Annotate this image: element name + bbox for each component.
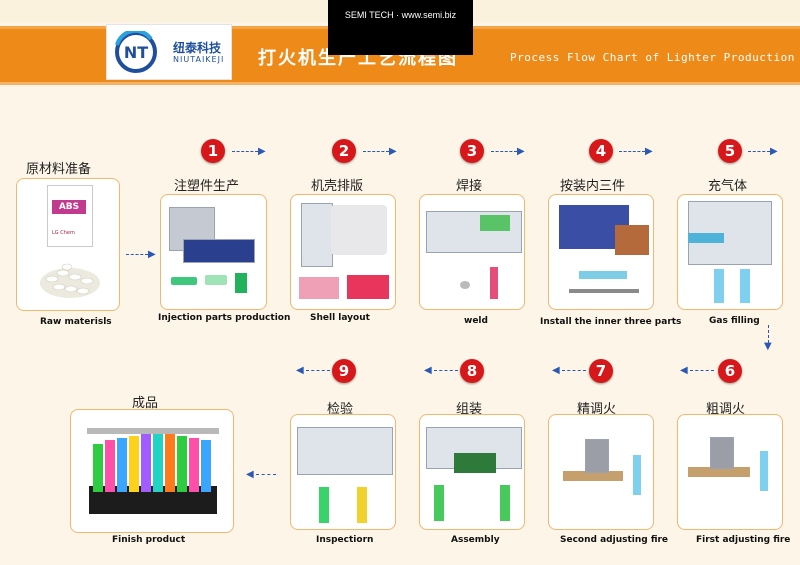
finish-product-label: Finish product bbox=[112, 535, 186, 545]
filled-lighter-image bbox=[740, 269, 750, 303]
step-title: 精调火 bbox=[577, 402, 617, 417]
inner-part-image bbox=[579, 271, 627, 279]
step-number-badge: 5 bbox=[718, 139, 742, 163]
step-card-assembly bbox=[419, 414, 525, 530]
inner-part-image bbox=[569, 289, 639, 293]
step-card-weld bbox=[419, 194, 525, 310]
step-card-second-fire bbox=[548, 414, 654, 530]
injection-machine-image bbox=[183, 239, 255, 263]
dashed-arrow-icon: ▶ bbox=[126, 250, 156, 260]
step-card-first-fire bbox=[677, 414, 783, 530]
company-logo: NT 纽泰科技 NIUTAIKEJI bbox=[106, 24, 232, 80]
inspected-lighter-image bbox=[357, 487, 367, 523]
step-card-install bbox=[548, 194, 654, 310]
vibration-bowl-image bbox=[331, 205, 387, 255]
molded-part-image bbox=[235, 273, 247, 293]
raw-material-label: Raw materisls bbox=[40, 317, 112, 327]
dashed-arrow-icon: ▶ bbox=[363, 147, 397, 157]
lgchem-brand: LG Chem bbox=[52, 230, 75, 236]
dashed-arrow-icon: ◀ bbox=[246, 470, 276, 480]
nt-logo-icon: NT bbox=[115, 31, 157, 73]
step-number-badge: 4 bbox=[589, 139, 613, 163]
step-label: Install the inner three parts bbox=[540, 317, 682, 327]
lighter-image bbox=[760, 451, 768, 491]
weld-part-image bbox=[460, 281, 470, 289]
adjusting-device-image bbox=[710, 437, 734, 469]
dashed-arrow-icon: ◀ bbox=[424, 366, 458, 376]
filling-conveyor-image bbox=[688, 233, 724, 243]
molded-part-image bbox=[205, 275, 227, 285]
dashed-arrow-icon: ▶ bbox=[491, 147, 525, 157]
step-title: 焊接 bbox=[456, 179, 483, 194]
dashed-arrow-icon: ◀ bbox=[680, 366, 714, 376]
dashed-arrow-icon: ▶ bbox=[619, 147, 653, 157]
step-label: Inspectiorn bbox=[316, 535, 374, 545]
step-label: Assembly bbox=[451, 535, 500, 545]
logo-english-name: NIUTAIKEJI bbox=[173, 55, 225, 64]
adjusting-table-image bbox=[688, 467, 750, 477]
step-label: Injection parts production bbox=[158, 313, 291, 323]
watermark: SEMI TECH · www.semi.biz bbox=[328, 0, 473, 55]
step-number-badge: 3 bbox=[460, 139, 484, 163]
step-label: Second adjusting fire bbox=[560, 535, 669, 545]
step-number-badge: 1 bbox=[201, 139, 225, 163]
step-number-badge: 2 bbox=[332, 139, 356, 163]
abs-bag-image: ABS LG Chem bbox=[47, 185, 93, 247]
step-title: 组装 bbox=[456, 402, 483, 417]
step-number-badge: 7 bbox=[589, 359, 613, 383]
dashed-down-arrow-icon: ▼ bbox=[764, 325, 774, 353]
raw-material-card: ABS LG Chem bbox=[16, 178, 120, 311]
step-number-badge: 9 bbox=[332, 359, 356, 383]
dashed-arrow-icon: ◀ bbox=[296, 366, 330, 376]
assembled-lighter-image bbox=[500, 485, 510, 521]
filled-lighter-image bbox=[714, 269, 724, 303]
page-title-english: Process Flow Chart of Lighter Production bbox=[510, 51, 795, 64]
step-label: weld bbox=[464, 316, 488, 326]
step-label: Gas filling bbox=[709, 316, 760, 326]
step-title: 检验 bbox=[327, 402, 354, 417]
dashed-arrow-icon: ▶ bbox=[748, 147, 778, 157]
lighter-display-box-image bbox=[87, 428, 219, 514]
conveyor-image bbox=[480, 215, 510, 231]
raw-material-title: 原材料准备 bbox=[26, 162, 92, 177]
assembly-tray-image bbox=[454, 453, 496, 473]
step-card-inspection bbox=[290, 414, 396, 530]
dashed-arrow-icon: ▶ bbox=[232, 147, 266, 157]
step-title: 机壳排版 bbox=[311, 179, 364, 194]
plastic-pellets-image bbox=[40, 263, 100, 298]
step-label: Shell layout bbox=[310, 313, 370, 323]
layout-machine-image bbox=[301, 203, 333, 267]
welded-shell-image bbox=[490, 267, 498, 299]
inspected-lighter-image bbox=[319, 487, 329, 523]
abs-label: ABS bbox=[52, 200, 86, 214]
parts-tray-image bbox=[615, 225, 649, 255]
adjusting-table-image bbox=[563, 471, 623, 481]
svg-text:NT: NT bbox=[124, 43, 148, 62]
logo-chinese-name: 纽泰科技 bbox=[173, 41, 222, 55]
red-shell-tray-image bbox=[347, 275, 389, 299]
pink-shells-image bbox=[299, 277, 339, 299]
gas-filling-machine-image bbox=[688, 201, 772, 265]
lighter-image bbox=[633, 455, 641, 495]
step-title: 按装内三件 bbox=[560, 179, 626, 194]
step-label: First adjusting fire bbox=[696, 535, 791, 545]
dashed-arrow-icon: ◀ bbox=[552, 366, 586, 376]
step-card-shell-layout bbox=[290, 194, 396, 310]
step-card-injection bbox=[160, 194, 267, 310]
step-title: 充气体 bbox=[708, 179, 748, 194]
step-card-gas-filling bbox=[677, 194, 783, 310]
assembled-lighter-image bbox=[434, 485, 444, 521]
inspection-machine-image bbox=[297, 427, 393, 475]
step-number-badge: 8 bbox=[460, 359, 484, 383]
step-title: 注塑件生产 bbox=[174, 179, 240, 194]
molded-part-image bbox=[171, 277, 197, 285]
step-number-badge: 6 bbox=[718, 359, 742, 383]
step-title: 粗调火 bbox=[706, 402, 746, 417]
finish-product-title: 成品 bbox=[132, 396, 159, 411]
adjusting-device-image bbox=[585, 439, 609, 473]
finish-product-card bbox=[70, 409, 234, 533]
